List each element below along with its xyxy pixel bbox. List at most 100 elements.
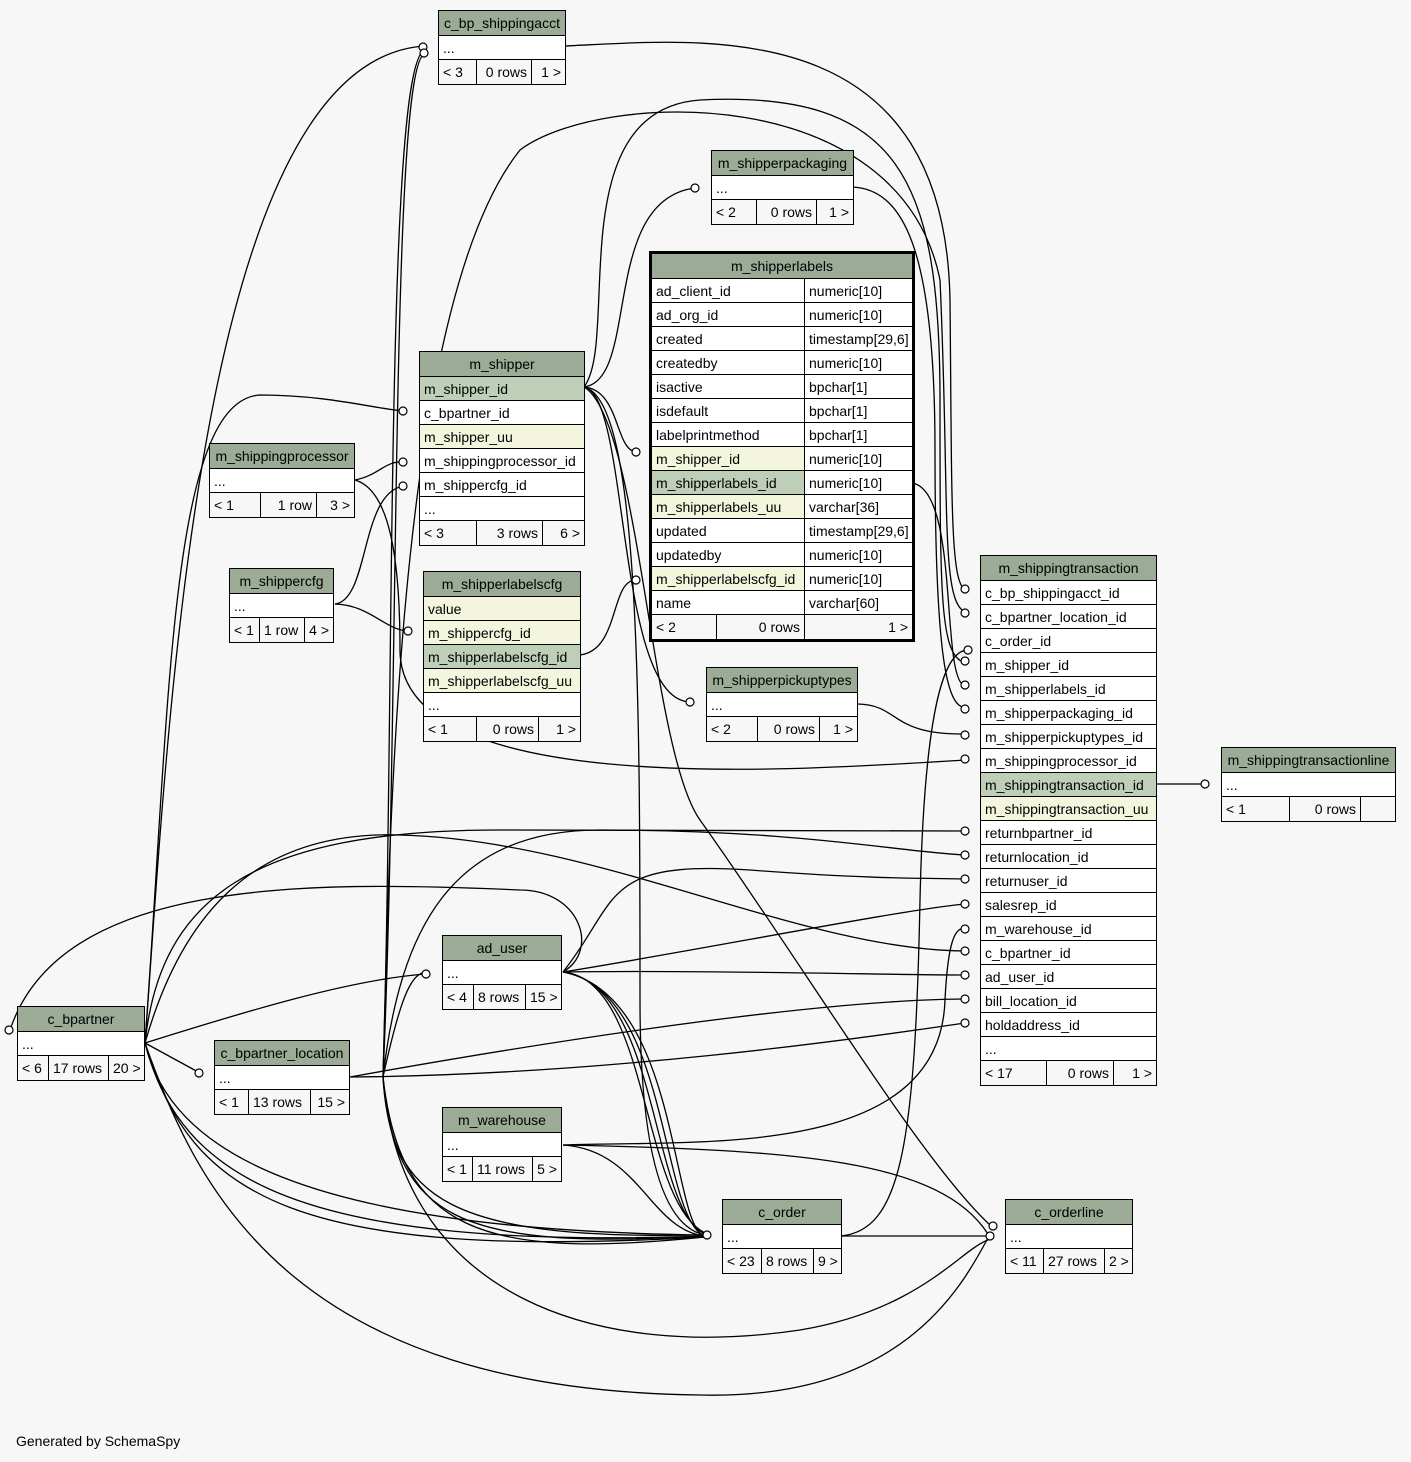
- table-title[interactable]: c_bpartner_location: [215, 1041, 349, 1066]
- children-link[interactable]: [1360, 797, 1395, 821]
- edge: [562, 971, 706, 1238]
- table-m-shipperpickuptypes[interactable]: m_shipperpickuptypes ... < 2 0 rows 1 >: [706, 667, 858, 742]
- column-row: returnlocation_id: [985, 849, 1089, 865]
- children-link[interactable]: 15 >: [310, 1090, 349, 1114]
- table-title[interactable]: m_shippingtransactionline: [1222, 748, 1395, 773]
- table-ad-user[interactable]: ad_user ... < 4 8 rows 15 >: [442, 935, 562, 1010]
- table-c-bpartner-location[interactable]: c_bpartner_location ... < 1 13 rows 15 >: [214, 1040, 350, 1115]
- table-title[interactable]: m_shippingprocessor: [210, 444, 354, 469]
- column-row: ...: [219, 1070, 231, 1086]
- children-link[interactable]: 9 >: [813, 1249, 841, 1273]
- table-title[interactable]: m_shipperlabelscfg: [424, 572, 580, 597]
- table-m-shippingtransaction[interactable]: m_shippingtransaction c_bp_shippingacct_…: [980, 555, 1157, 1086]
- children-link[interactable]: 1 >: [531, 60, 565, 84]
- table-title[interactable]: m_shipper: [420, 352, 584, 377]
- table-c-order[interactable]: c_order ... < 23 8 rows 9 >: [722, 1199, 842, 1274]
- table-title[interactable]: c_bp_shippingacct: [439, 11, 565, 36]
- parents-link[interactable]: < 1: [443, 1157, 472, 1181]
- table-title[interactable]: m_shippercfg: [230, 569, 333, 594]
- parents-link[interactable]: < 1: [424, 717, 476, 741]
- optional-marker: [403, 626, 413, 636]
- primary-key-column: m_shipperlabelscfg_id: [428, 649, 568, 665]
- children-link[interactable]: 1 >: [538, 717, 580, 741]
- children-link[interactable]: 1 >: [1113, 1061, 1156, 1085]
- table-c-orderline[interactable]: c_orderline ... < 11 27 rows 2 >: [1005, 1199, 1133, 1274]
- children-link[interactable]: 20 >: [108, 1056, 144, 1080]
- column-type: bpchar[1]: [804, 399, 912, 422]
- parents-link[interactable]: < 11: [1006, 1249, 1043, 1273]
- table-m-shippingprocessor[interactable]: m_shippingprocessor ... < 1 1 row 3 >: [209, 443, 355, 518]
- edge: [144, 1042, 706, 1236]
- parents-link[interactable]: < 17: [981, 1061, 1046, 1085]
- table-m-shippercfg[interactable]: m_shippercfg ... < 1 1 row 4 >: [229, 568, 334, 643]
- column-name: m_shipper_id: [652, 447, 804, 470]
- table-title[interactable]: m_shipperlabels: [652, 254, 912, 279]
- table-title[interactable]: c_order: [723, 1200, 841, 1225]
- edge: [852, 186, 966, 709]
- column-row: ...: [447, 1137, 459, 1153]
- column-type: numeric[10]: [804, 279, 912, 302]
- children-link[interactable]: 3 >: [316, 493, 354, 517]
- table-title[interactable]: m_shipperpackaging: [712, 151, 853, 176]
- optional-marker: [194, 1068, 204, 1078]
- table-c-bpartner[interactable]: c_bpartner ... < 6 17 rows 20 >: [17, 1006, 145, 1081]
- column-row: ...: [443, 40, 455, 56]
- column-row: ...: [711, 697, 723, 713]
- column-row: ...: [424, 501, 436, 517]
- column-row: holdaddress_id: [985, 1017, 1080, 1033]
- table-title[interactable]: m_shipperpickuptypes: [707, 668, 857, 693]
- optional-marker: [398, 457, 408, 467]
- parents-link[interactable]: < 1: [215, 1090, 248, 1114]
- table-m-shipper[interactable]: m_shipper m_shipper_id c_bpartner_id m_s…: [419, 351, 585, 546]
- column-type: bpchar[1]: [804, 375, 912, 398]
- column-row: value: [428, 601, 462, 617]
- optional-marker: [960, 680, 970, 690]
- parents-link[interactable]: < 2: [712, 200, 756, 224]
- children-link[interactable]: 1 >: [804, 615, 912, 639]
- parents-link[interactable]: < 1: [1222, 797, 1289, 821]
- children-link[interactable]: 15 >: [525, 985, 561, 1009]
- optional-marker: [960, 946, 970, 956]
- parents-link[interactable]: < 6: [18, 1056, 48, 1080]
- table-m-shipperpackaging[interactable]: m_shipperpackaging ... < 2 0 rows 1 >: [711, 150, 854, 225]
- table-title[interactable]: m_warehouse: [443, 1108, 561, 1133]
- table-title[interactable]: c_orderline: [1006, 1200, 1132, 1225]
- parents-link[interactable]: < 1: [230, 618, 259, 642]
- table-c-bp-shippingacct[interactable]: c_bp_shippingacct ... < 3 0 rows 1 >: [438, 10, 566, 85]
- parents-link[interactable]: < 2: [652, 615, 716, 639]
- table-title[interactable]: c_bpartner: [18, 1007, 144, 1032]
- column-name: isactive: [656, 379, 703, 395]
- children-link[interactable]: 1 >: [816, 200, 853, 224]
- row-count: 0 rows: [757, 717, 819, 741]
- edge: [144, 973, 426, 1044]
- children-link[interactable]: 5 >: [532, 1157, 561, 1181]
- column-type: numeric[10]: [804, 567, 912, 590]
- column-row: m_shippercfg_id: [428, 625, 531, 641]
- parents-link[interactable]: < 3: [420, 521, 476, 545]
- parents-link[interactable]: < 4: [443, 985, 473, 1009]
- parents-link[interactable]: < 3: [439, 60, 476, 84]
- column-name: ad_org_id: [656, 307, 719, 323]
- children-link[interactable]: 1 >: [819, 717, 857, 741]
- table-m-shipperlabelscfg[interactable]: m_shipperlabelscfg value m_shippercfg_id…: [423, 571, 581, 742]
- column-row: ...: [716, 180, 728, 196]
- parents-link[interactable]: < 2: [707, 717, 757, 741]
- children-link[interactable]: 4 >: [304, 618, 333, 642]
- children-link[interactable]: 2 >: [1104, 1249, 1132, 1273]
- optional-marker: [960, 754, 970, 764]
- column-row: ...: [234, 598, 246, 614]
- column-row: salesrep_id: [985, 897, 1057, 913]
- parents-link[interactable]: < 1: [210, 493, 260, 517]
- edge: [562, 867, 966, 973]
- column-name: m_shipperlabels_uu: [652, 495, 804, 518]
- children-link[interactable]: 6 >: [542, 521, 584, 545]
- table-title[interactable]: m_shippingtransaction: [981, 556, 1156, 581]
- table-title[interactable]: ad_user: [443, 936, 561, 961]
- table-m-warehouse[interactable]: m_warehouse ... < 1 11 rows 5 >: [442, 1107, 562, 1182]
- edge: [382, 829, 966, 1078]
- column-row: m_shipperlabels_id: [985, 681, 1106, 697]
- table-m-shippingtransactionline[interactable]: m_shippingtransactionline ... < 1 0 rows: [1221, 747, 1396, 822]
- parents-link[interactable]: < 23: [723, 1249, 761, 1273]
